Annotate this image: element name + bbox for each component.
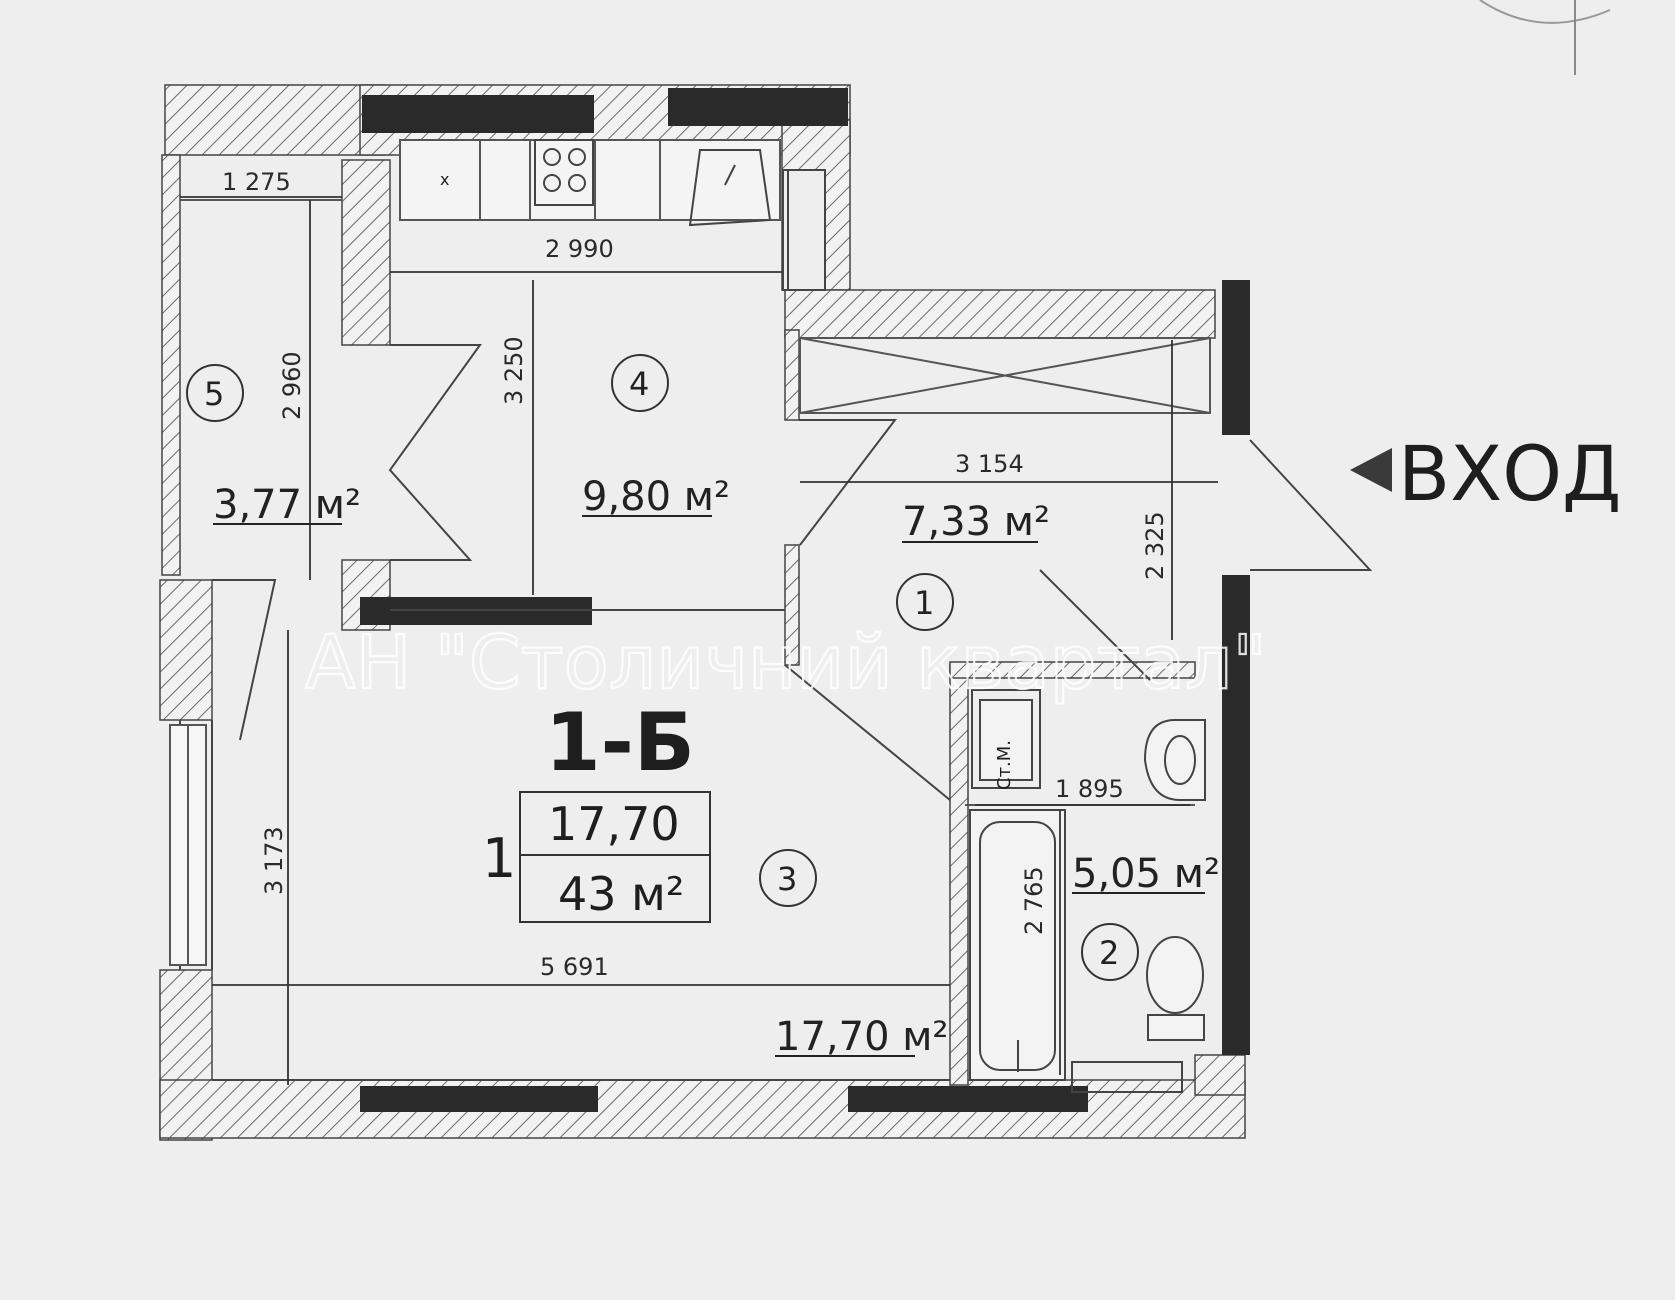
apartment-label: 1-Б bbox=[545, 696, 695, 789]
entrance-arrow-icon bbox=[1350, 448, 1392, 492]
dimension-lines bbox=[180, 196, 1218, 1085]
walls-solid bbox=[360, 88, 1250, 1112]
doors bbox=[212, 344, 1373, 801]
shelf bbox=[1071, 1061, 1183, 1093]
rooms-count: 1 bbox=[482, 827, 516, 890]
summary-box bbox=[519, 791, 711, 923]
room-number-5: 5 bbox=[204, 375, 224, 413]
sink-icon bbox=[688, 149, 772, 227]
washing-machine-icon bbox=[971, 689, 1041, 789]
watermark: АН "Столичний квартал" bbox=[305, 620, 1267, 706]
room-area-4: 9,80 м² bbox=[582, 474, 730, 520]
washbasin-icon bbox=[1143, 719, 1206, 801]
room-number-4: 4 bbox=[629, 365, 649, 403]
total-area: 43 м² bbox=[558, 867, 684, 921]
room-area-3: 17,70 м² bbox=[775, 1014, 948, 1060]
counter-mark: x bbox=[440, 170, 449, 189]
dim-3173: 3 173 bbox=[260, 826, 288, 895]
dim-2960: 2 960 bbox=[278, 351, 306, 420]
room-area-1: 7,33 м² bbox=[902, 499, 1050, 545]
dim-2990: 2 990 bbox=[545, 235, 614, 263]
room-number-1: 1 bbox=[914, 584, 934, 622]
wardrobe bbox=[799, 337, 1211, 414]
dim-3154: 3 154 bbox=[955, 450, 1024, 478]
compass-fragment bbox=[1479, 0, 1611, 75]
washer-label: Ст.М. bbox=[994, 740, 1015, 790]
fridge-icon bbox=[782, 169, 826, 291]
toilet-icon bbox=[1146, 936, 1205, 1041]
entrance-label: ВХОД bbox=[1398, 429, 1621, 518]
room-area-5: 3,77 м² bbox=[213, 482, 361, 528]
living-area: 17,70 bbox=[548, 797, 680, 851]
dim-2765: 2 765 bbox=[1020, 866, 1048, 935]
dim-5691: 5 691 bbox=[540, 953, 609, 981]
room-number-2: 2 bbox=[1099, 934, 1119, 972]
room-area-2: 5,05 м² bbox=[1072, 851, 1220, 897]
stove-icon bbox=[534, 139, 594, 206]
bathtub-icon bbox=[969, 809, 1066, 1081]
dim-1275: 1 275 bbox=[222, 168, 291, 196]
dim-2325: 2 325 bbox=[1141, 511, 1169, 580]
dim-3250: 3 250 bbox=[500, 336, 528, 405]
kitchen-counter bbox=[399, 139, 781, 221]
windows bbox=[169, 724, 207, 966]
room-markers bbox=[186, 354, 1139, 981]
room-number-3: 3 bbox=[777, 860, 797, 898]
dim-1895: 1 895 bbox=[1055, 775, 1124, 803]
